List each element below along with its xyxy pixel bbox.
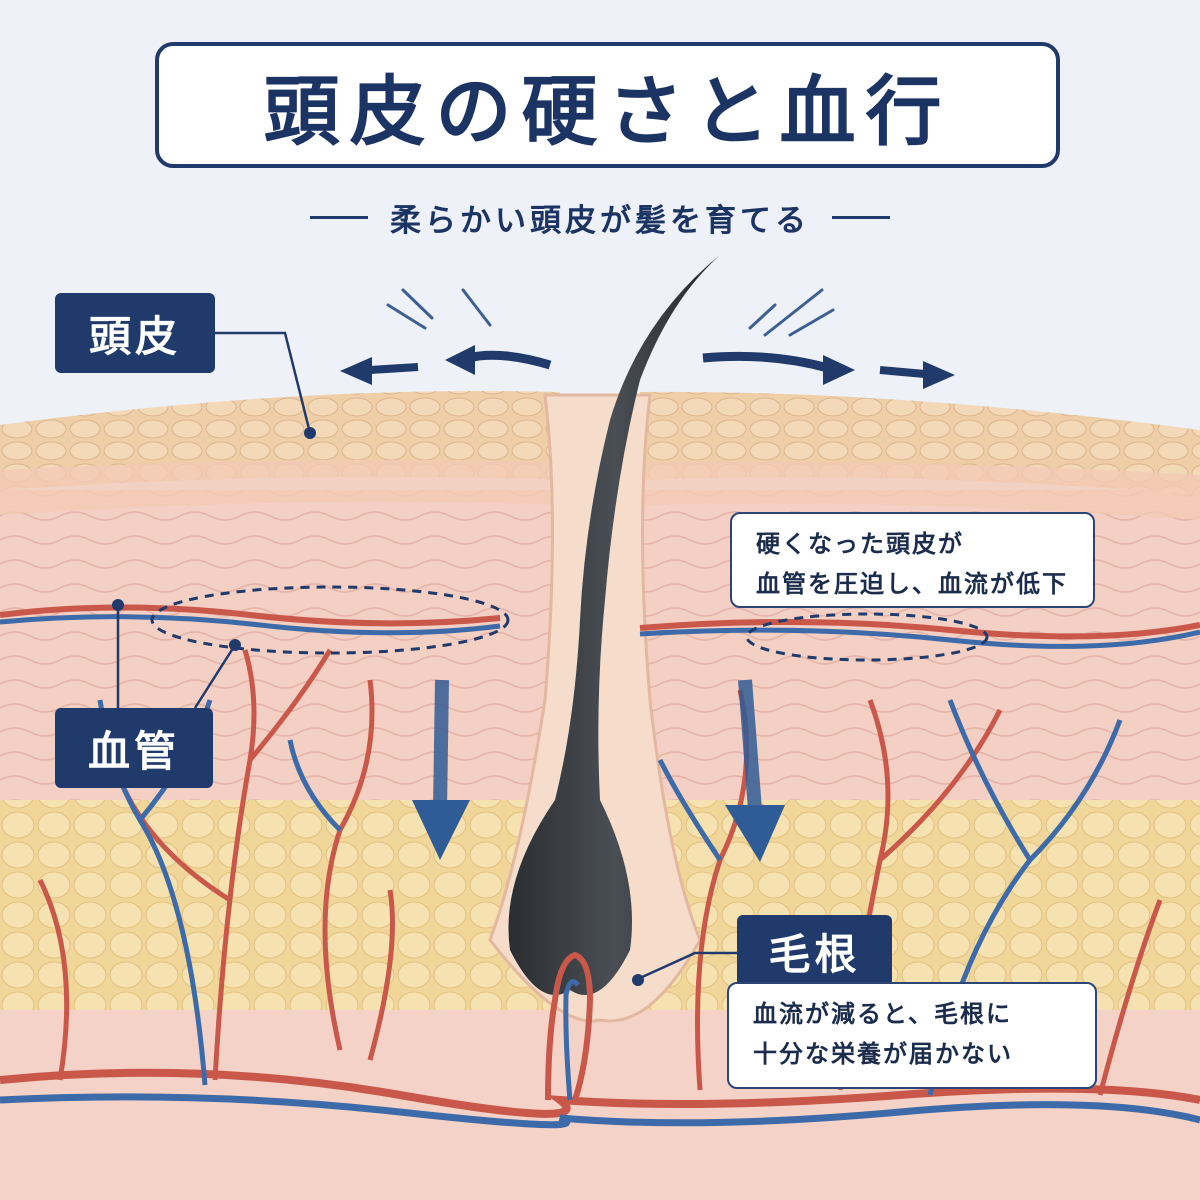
artery-left [0, 604, 501, 627]
left-stretch-arrows [340, 345, 552, 385]
papilla-vein [563, 979, 580, 1101]
vessel-label: 血管 [55, 708, 213, 788]
motion-strokes [386, 288, 835, 337]
hair-root-label: 毛根 [737, 915, 892, 987]
nutrition-note-line-1: 血流が減ると、毛根に [753, 1000, 1013, 1028]
hair-shaft [508, 255, 720, 995]
down-arrow-left [412, 679, 470, 860]
skin-band-left [0, 459, 560, 515]
subtitle-row: 柔らかい頭皮が髪を育てる [0, 192, 1200, 242]
down-arrow-right [725, 679, 785, 862]
nutrition-note-line-2: 十分な栄養が届かない [753, 1040, 1013, 1068]
page-title: 頭皮の硬さと血行 [263, 67, 952, 156]
compression-highlight-right [745, 612, 989, 662]
subtitle: 柔らかい頭皮が髪を育てる [390, 202, 810, 239]
skin-band-right [640, 461, 1200, 520]
artery-right [639, 618, 1200, 640]
compression-highlight-left [150, 585, 510, 655]
leader-lines [116, 331, 737, 980]
title-banner: 頭皮の硬さと血行 [155, 42, 1060, 168]
compression-note-line-2: 血管を圧迫し、血流が低下 [756, 570, 1068, 598]
right-stretch-arrows [702, 351, 955, 389]
artery-bottom [0, 1068, 1200, 1118]
compression-note: 硬くなった頭皮が 血管を圧迫し、血流が低下 [730, 512, 1095, 608]
vein-right [639, 627, 1200, 649]
vein-left [0, 614, 501, 636]
nutrition-note: 血流が減ると、毛根に 十分な栄養が届かない [727, 982, 1097, 1089]
vein-bottom [0, 1093, 1200, 1129]
subtitle-dash-left [310, 215, 368, 219]
papilla-artery [545, 951, 594, 1101]
scalp-label: 頭皮 [55, 293, 215, 373]
subtitle-dash-right [832, 215, 890, 219]
compression-note-line-1: 硬くなった頭皮が [756, 530, 964, 558]
vessel-pointer-dot [112, 599, 124, 611]
scalp-pointer-dot [304, 427, 316, 439]
vessel-pointer-dot-2 [229, 639, 241, 651]
root-pointer-dot [632, 974, 644, 986]
